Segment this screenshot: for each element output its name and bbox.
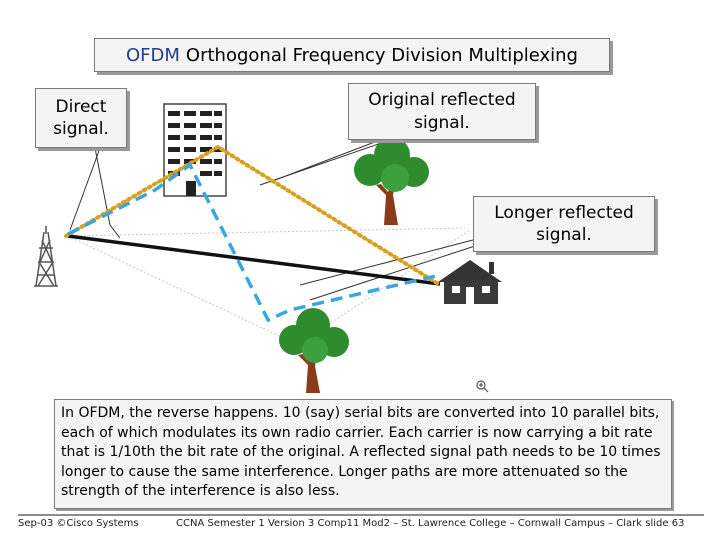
description-text: In OFDM, the reverse happens. 10 (say) s… bbox=[54, 399, 672, 509]
longer-reflected-path bbox=[67, 162, 441, 323]
house-icon bbox=[438, 260, 502, 304]
footer-right: CCNA Semester 1 Version 3 Comp11 Mod2 – … bbox=[176, 518, 685, 529]
tree-icon-upper bbox=[354, 137, 429, 225]
direct-path-line bbox=[67, 234, 441, 286]
title-box: OFDM Orthogonal Frequency Division Multi… bbox=[94, 38, 610, 72]
original-reflected-label: Original reflected signal. bbox=[348, 83, 536, 140]
longer-reflected-label: Longer reflected signal. bbox=[473, 196, 655, 252]
footer-left: Sep-03 ©Cisco Systems bbox=[18, 518, 139, 529]
tree-icon-lower bbox=[279, 308, 349, 393]
title-text: Orthogonal Frequency Division Multiplexi… bbox=[185, 44, 578, 66]
original-reflected-path bbox=[64, 144, 442, 287]
direct-signal-label: Direct signal. bbox=[35, 88, 127, 148]
guide-lines bbox=[67, 227, 471, 346]
zoom-icon[interactable] bbox=[476, 380, 489, 393]
antenna-tower-icon bbox=[34, 226, 58, 287]
footer-divider bbox=[18, 514, 704, 516]
pointer-lines bbox=[69, 139, 476, 301]
title-acronym: OFDM bbox=[126, 44, 180, 66]
